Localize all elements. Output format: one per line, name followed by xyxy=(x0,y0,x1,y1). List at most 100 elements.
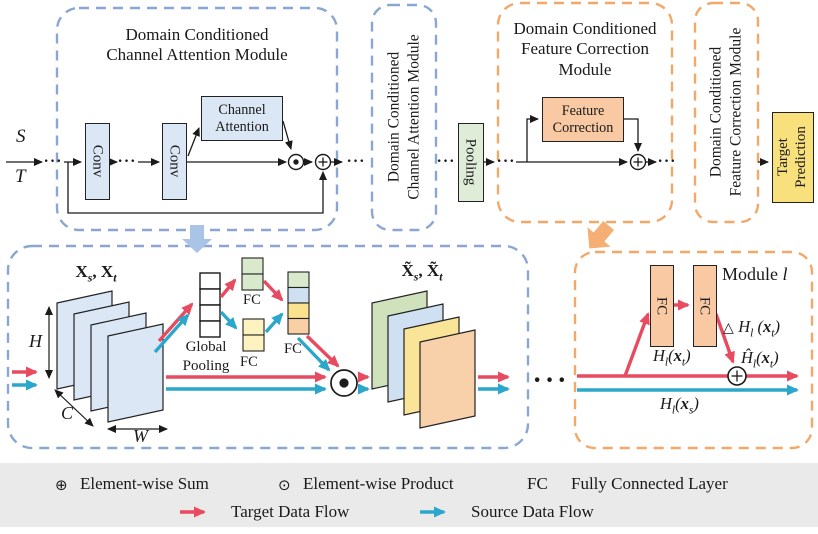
x-subscript: s xyxy=(413,269,419,284)
dcfc-vertical-label: Domain Conditioned Feature Correction Mo… xyxy=(707,28,746,197)
legend-sum-icon: ⊕ xyxy=(55,476,68,494)
elementwise-sum-icon xyxy=(727,366,747,386)
legend-sum-label: Element-wise Sum xyxy=(80,474,209,493)
conv-block-1-label: Conv xyxy=(89,144,106,178)
h-hat-label: Ĥl(xt) xyxy=(741,348,779,372)
separator: , xyxy=(418,261,427,280)
h-hat-symbol: Ĥ xyxy=(741,348,753,367)
elementwise-sum-icon xyxy=(629,153,647,171)
width-dim-label: W xyxy=(133,426,148,446)
elementwise-product-icon xyxy=(287,153,305,171)
legend-product-icon: ⊙ xyxy=(278,476,291,494)
x-symbol: x xyxy=(680,394,689,413)
module-l-flows xyxy=(577,299,799,396)
target-prediction-line1: Target xyxy=(775,138,791,176)
zoom-arrow-attention-icon xyxy=(182,225,212,253)
channel-attention-box: Channel Attention xyxy=(201,96,283,141)
h-symbol: H xyxy=(738,317,751,336)
input-feature-maps xyxy=(56,290,164,423)
dcca-title-line1: Domain Conditioned xyxy=(125,25,269,44)
h-subscript: l xyxy=(671,404,676,417)
channel-attention-line1: Channel xyxy=(218,101,266,118)
h-subscript: l xyxy=(664,356,669,369)
h-source-label: Hl(xs) xyxy=(660,394,699,418)
x-subscript: t xyxy=(439,269,443,284)
fc-merged-label: FC xyxy=(284,341,302,357)
channel-attention-line2: Attention xyxy=(215,118,269,135)
input-feature-label: Xs, Xt xyxy=(75,262,116,285)
feature-correction-box: Feature Correction xyxy=(542,97,624,142)
x-subscript: t xyxy=(113,270,117,285)
dcfc-vertical-line1: Domain Conditioned xyxy=(707,46,725,178)
pooling-box xyxy=(458,123,484,202)
dcfc-vertical-frame xyxy=(693,1,760,224)
paren: ( xyxy=(756,348,762,367)
module-l-fc1 xyxy=(650,265,674,347)
module-l-fc1-label: FC xyxy=(653,296,670,316)
x-subscript: t xyxy=(771,327,775,340)
target-prediction-label: Target Prediction xyxy=(774,126,810,188)
dcca-title-line2: Channel Attention Module xyxy=(106,45,288,65)
h-target-label: Hl(xt) xyxy=(653,346,691,370)
legend-fc-label: Fully Connected Layer xyxy=(571,474,728,493)
target-prediction-box xyxy=(772,112,814,203)
x-symbol: x xyxy=(673,346,682,365)
paren: ) xyxy=(685,346,691,365)
x-symbol: X xyxy=(75,262,88,281)
height-dim-label: H xyxy=(29,331,42,351)
h-subscript: l xyxy=(750,327,754,340)
delta-h-label: △ Hl (xt) xyxy=(723,317,780,341)
output-feature-maps xyxy=(371,290,476,429)
fc-source-label: FC xyxy=(240,354,258,370)
legend-product-label: Element-wise Product xyxy=(303,474,454,493)
fc-merged-vector xyxy=(287,271,310,335)
dcca-module-title: Domain Conditioned Channel Attention Mod… xyxy=(106,25,287,66)
module-l-fc2-label: FC xyxy=(696,296,713,316)
dimension-arrows xyxy=(45,306,168,433)
module-l-fc2 xyxy=(693,265,717,347)
ellipsis: ··· xyxy=(532,365,570,396)
paren: ( xyxy=(675,394,681,413)
dcfc-module-title: Domain Conditioned Feature Correction Mo… xyxy=(513,19,656,80)
feature-correction-line1: Feature xyxy=(561,102,605,119)
global-pooling-line1: Global xyxy=(185,339,227,355)
separator: , xyxy=(92,262,101,281)
attention-detail-frame xyxy=(6,244,530,450)
fc-target-vector xyxy=(241,257,264,291)
output-feature-label: X̃s, X̃t xyxy=(401,261,442,284)
x-symbol: x xyxy=(761,348,770,367)
global-pooling-line2: Pooling xyxy=(182,357,230,374)
h-symbol: H xyxy=(660,394,672,413)
fc-source-vector xyxy=(242,318,265,352)
channel-dim-label: C xyxy=(61,403,74,423)
dcca-vertical-line2: Channel Attention Module xyxy=(405,34,422,200)
conv-block-2-label: Conv xyxy=(166,144,183,178)
global-pooling-label: Global Pooling xyxy=(183,338,230,375)
ellipsis: ··· xyxy=(117,153,137,170)
x-tilde-symbol: X̃ xyxy=(426,261,440,280)
dcfc-title-line3: Module xyxy=(558,59,612,79)
ellipsis: ··· xyxy=(43,153,63,170)
dcfc-title-line1: Domain Conditioned xyxy=(513,19,657,38)
dcfc-vertical-line2: Feature Correction Module xyxy=(727,27,744,197)
ellipsis: ··· xyxy=(346,153,366,170)
module-l-title: Module l xyxy=(722,264,788,286)
x-subscript: t xyxy=(681,356,686,369)
attention-detail-flows xyxy=(12,278,510,395)
paren: ) xyxy=(773,348,779,367)
global-pooling-vector xyxy=(199,272,221,338)
x-subscript: t xyxy=(769,358,774,371)
paren: ) xyxy=(693,394,699,413)
target-input-label: T xyxy=(15,166,26,187)
fc-target-label: FC xyxy=(243,292,261,308)
ellipsis: ··· xyxy=(657,153,677,170)
x-symbol: x xyxy=(762,317,772,336)
x-tilde-symbol: X̃ xyxy=(401,261,414,280)
legend-source-flow-label: Source Data Flow xyxy=(471,502,594,521)
paren: ) xyxy=(774,317,780,336)
dcca-vertical-label: Domain Conditioned Channel Attention Mod… xyxy=(385,34,424,199)
x-subscript: s xyxy=(688,404,694,417)
dcfc-title-line2: Feature Correction xyxy=(521,39,649,59)
